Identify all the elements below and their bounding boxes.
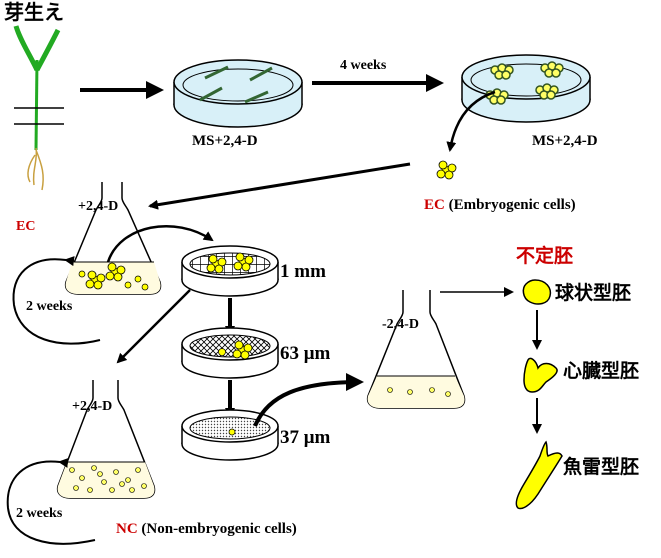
arrow-to-flask1	[148, 162, 411, 210]
duration-label-4weeks: 4 weeks	[340, 58, 387, 73]
torpedo-stage-label: 魚雷型胚	[563, 456, 640, 478]
flask-ec	[64, 182, 162, 295]
somatic-embryo-title: 不定胚	[516, 245, 574, 267]
arrow-sieve-to-flask2	[116, 289, 191, 364]
cycle-arrow-flask1	[12, 256, 101, 345]
flask2-cycle-label: 2 weeks	[16, 506, 63, 521]
medium-label-dish2: MS+2,4-D	[532, 133, 598, 149]
torpedo-embryo-icon	[515, 440, 563, 510]
nc-abbr: NC	[116, 521, 138, 537]
sieve3-label: 37 μm	[280, 427, 331, 448]
ec-cluster-icon	[436, 160, 457, 180]
nc-caption: NC (Non-embryogenic cells)	[116, 522, 297, 537]
flask-nc	[56, 380, 156, 499]
ec-abbr: EC	[424, 197, 445, 213]
flask2-medium-label: +2,4-D	[72, 399, 113, 414]
flask1-cycle-label: 2 weeks	[26, 299, 73, 314]
heart-embryo-icon	[523, 357, 558, 393]
heart-stage-label: 心臓型胚	[563, 360, 640, 382]
seedling-label: 芽生え	[4, 0, 64, 24]
sieve-63um	[181, 327, 279, 379]
petri-dish-callus	[461, 54, 591, 123]
sieve1-label: 1 mm	[280, 261, 326, 282]
sieve-37um	[181, 409, 279, 461]
arrow-flask1-to-sieve	[106, 225, 214, 263]
ec-full: (Embryogenic cells)	[448, 197, 576, 213]
globular-stage-label: 球状型胚	[555, 282, 632, 304]
ec-caption: EC (Embryogenic cells)	[424, 198, 576, 213]
arrow-sieve3-to-flask3	[253, 373, 364, 427]
flask-minus-24d	[366, 290, 466, 409]
medium-label-dish1: MS+2,4-D	[192, 133, 258, 149]
arrow-dish2-to-ec	[446, 90, 496, 152]
flask3-medium-label: -2,4-D	[382, 317, 419, 332]
seedling-illustration	[13, 25, 64, 191]
sieve-1mm	[181, 245, 279, 297]
petri-dish-ms	[173, 59, 303, 128]
nc-full: (Non-embryogenic cells)	[141, 521, 297, 537]
globular-embryo-icon	[522, 279, 552, 305]
cycle-arrow-flask2	[6, 457, 96, 545]
flask1-medium-label: +2,4-D	[78, 199, 119, 214]
ec-left-label: EC	[16, 219, 36, 234]
sieve2-label: 63 μm	[280, 343, 331, 364]
